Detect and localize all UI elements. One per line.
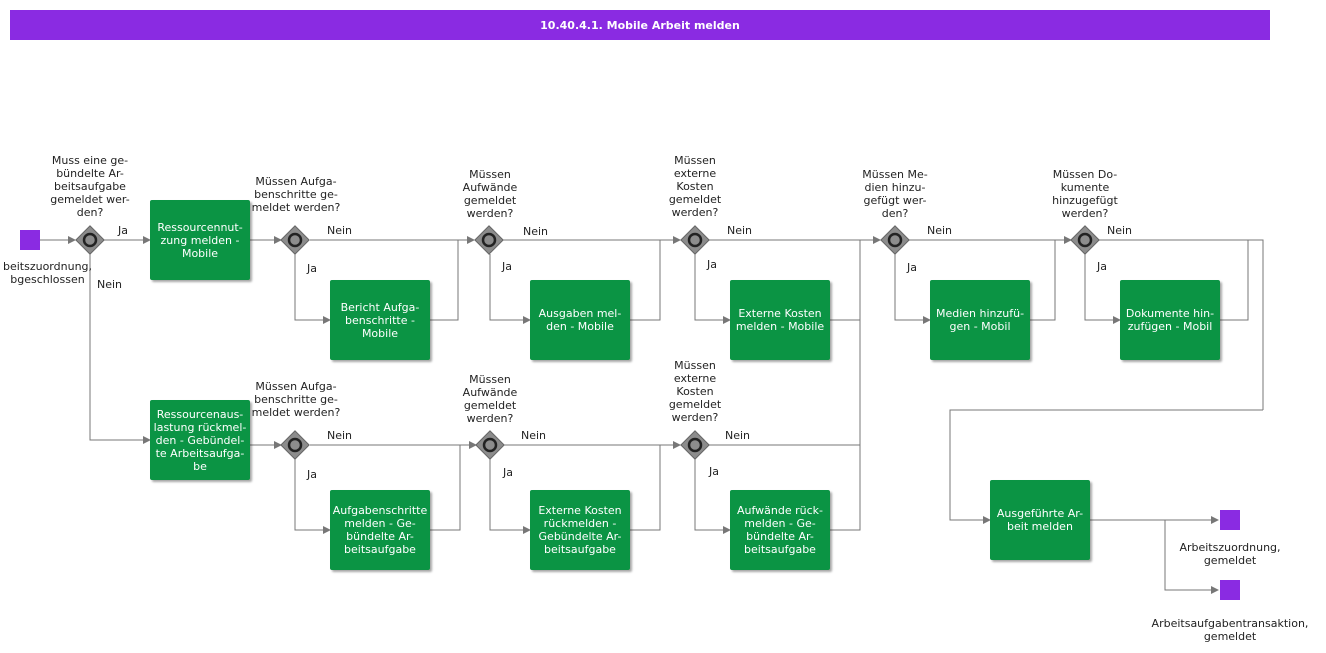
gateway-g7 bbox=[280, 430, 310, 460]
gateway-g2 bbox=[280, 225, 310, 255]
task-medien-hinzufuegen[interactable]: Medien hinzufü- gen - Mobil bbox=[930, 280, 1030, 360]
gateway-g8-label: Müssen Aufwände gemeldet werden? bbox=[462, 373, 518, 425]
flow-label-ja: Ja bbox=[709, 465, 719, 478]
gateway-g5 bbox=[880, 225, 910, 255]
task-aufwaende-rueckmelden[interactable]: Aufwände rück- melden - Ge- bündelte Ar-… bbox=[730, 490, 830, 570]
gateway-g3-label: Müssen Aufwände gemeldet werden? bbox=[462, 168, 518, 220]
gateway-g5-label: Müssen Me- dien hinzu- gefügt wer- den? bbox=[862, 168, 928, 220]
gateway-g6-label: Müssen Do- kumente hinzugefügt werden? bbox=[1052, 168, 1118, 220]
flow-label-nein: Nein bbox=[727, 224, 753, 237]
gateway-g1 bbox=[75, 225, 105, 255]
flow-label-ja: Ja bbox=[907, 261, 917, 274]
end-event-1-label: Arbeitszuordnung, gemeldet bbox=[1179, 541, 1281, 567]
flow-label-nein: Nein bbox=[521, 429, 547, 442]
gateway-g3 bbox=[474, 225, 504, 255]
task-ressourcenauslastung-rueckmelden[interactable]: Ressourcenaus- lastung rückmel- den - Ge… bbox=[150, 400, 250, 480]
gateway-g4-label: Müssen externe Kosten gemeldet werden? bbox=[668, 154, 722, 219]
task-dokumente-hinzufuegen[interactable]: Dokumente hin- zufügen - Mobil bbox=[1120, 280, 1220, 360]
flow-label-nein: Nein bbox=[97, 278, 123, 291]
end-event-2 bbox=[1220, 580, 1240, 600]
end-event-1 bbox=[1220, 510, 1240, 530]
gateway-g9 bbox=[680, 430, 710, 460]
gateway-g6 bbox=[1070, 225, 1100, 255]
flow-label-nein: Nein bbox=[327, 224, 353, 237]
flow-label-nein: Nein bbox=[1107, 224, 1133, 237]
flow-label-ja: Ja bbox=[1097, 260, 1107, 273]
flow-label-ja: Ja bbox=[118, 224, 128, 237]
gateway-g4 bbox=[680, 225, 710, 255]
flow-label-ja: Ja bbox=[707, 258, 717, 271]
gateway-g2-label: Müssen Aufga- benschritte ge- meldet wer… bbox=[251, 175, 341, 214]
flow-label-ja: Ja bbox=[307, 468, 317, 481]
flow-label-nein: Nein bbox=[327, 429, 353, 442]
gateways bbox=[75, 225, 1100, 460]
gateway-g7-label: Müssen Aufga- benschritte ge- meldet wer… bbox=[251, 380, 341, 419]
flow-label-ja: Ja bbox=[503, 466, 513, 479]
task-externe-kosten-rueckmelden[interactable]: Externe Kosten rückmelden - Gebündelte A… bbox=[530, 490, 630, 570]
task-ressourcennutzung-melden[interactable]: Ressourcennut- zung melden - Mobile bbox=[150, 200, 250, 280]
flow-label-ja: Ja bbox=[502, 260, 512, 273]
flow-label-nein: Nein bbox=[725, 429, 751, 442]
task-externe-kosten-melden[interactable]: Externe Kosten melden - Mobile bbox=[730, 280, 830, 360]
flow-label-ja: Ja bbox=[307, 262, 317, 275]
gateway-g8 bbox=[475, 430, 505, 460]
task-ausgaben-melden[interactable]: Ausgaben mel- den - Mobile bbox=[530, 280, 630, 360]
task-ausgefuehrte-arbeit-melden[interactable]: Ausgeführte Ar- beit melden bbox=[990, 480, 1090, 560]
start-event-label: beitszuordnung, bgeschlossen bbox=[2, 260, 93, 286]
diagram-title: 10.40.4.1. Mobile Arbeit melden bbox=[10, 10, 1270, 40]
flow-label-nein: Nein bbox=[927, 224, 953, 237]
gateway-g1-label: Muss eine ge- bündelte Ar- beitsaufgabe … bbox=[50, 154, 130, 219]
task-aufgabenschritte-melden-gebuendelt[interactable]: Aufgabenschritte melden - Ge- bündelte A… bbox=[330, 490, 430, 570]
gateway-g9-label: Müssen externe Kosten gemeldet werden? bbox=[668, 359, 722, 424]
sequence-flows bbox=[40, 236, 1264, 594]
end-event-2-label: Arbeitsaufgabentransaktion, gemeldet bbox=[1151, 617, 1309, 643]
task-bericht-aufgabenschritte[interactable]: Bericht Aufga- benschritte - Mobile bbox=[330, 280, 430, 360]
start-event bbox=[20, 230, 40, 250]
flow-label-nein: Nein bbox=[523, 225, 549, 238]
